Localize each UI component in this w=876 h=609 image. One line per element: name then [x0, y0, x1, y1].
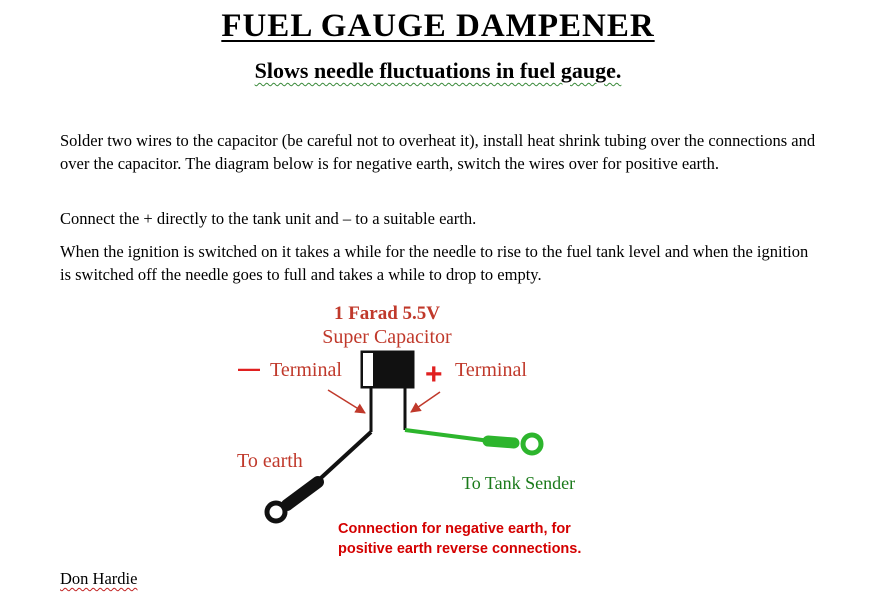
connection-note-line-2: positive earth reverse connections.	[338, 541, 581, 557]
earth-label: To earth	[237, 450, 303, 472]
sender-ring-terminal	[520, 432, 544, 456]
sender-lug-shank	[482, 435, 520, 449]
author-signature: Don Hardie	[60, 569, 137, 589]
connection-note-line-1: Connection for negative earth, for	[338, 521, 571, 537]
positive-terminal-label: Terminal	[455, 359, 527, 381]
negative-pointer-arrow	[327, 389, 366, 414]
page-subtitle: Slows needle fluctuations in fuel gauge.	[0, 58, 876, 84]
earth-wire	[308, 430, 373, 490]
subtitle-text: Slows needle fluctuations in fuel gauge.	[254, 58, 622, 83]
negative-terminal-label: Terminal	[270, 359, 342, 381]
negative-sign: —	[238, 356, 260, 381]
capacitor-rating-label: 1 Farad 5.5V	[334, 303, 440, 324]
tank-sender-label: To Tank Sender	[462, 473, 575, 493]
page-title: FUEL GAUGE DAMPENER	[221, 8, 655, 44]
capacitor-negative-stripe	[363, 353, 373, 386]
instruction-paragraph-1: Solder two wires to the capacitor (be ca…	[60, 131, 816, 173]
positive-pointer-arrow	[410, 391, 441, 413]
positive-sign: +	[425, 358, 443, 391]
earth-ring-terminal	[264, 500, 288, 524]
earth-lug-shank	[281, 476, 324, 511]
author-name: Don Hardie	[60, 569, 138, 588]
sender-wire	[404, 428, 491, 443]
capacitor-type-label: Super Capacitor	[322, 326, 452, 348]
instruction-paragraph-3: When the ignition is switched on it take…	[60, 242, 809, 284]
instruction-paragraph-2: Connect the + directly to the tank unit …	[60, 209, 477, 228]
capacitor-body	[360, 350, 415, 389]
